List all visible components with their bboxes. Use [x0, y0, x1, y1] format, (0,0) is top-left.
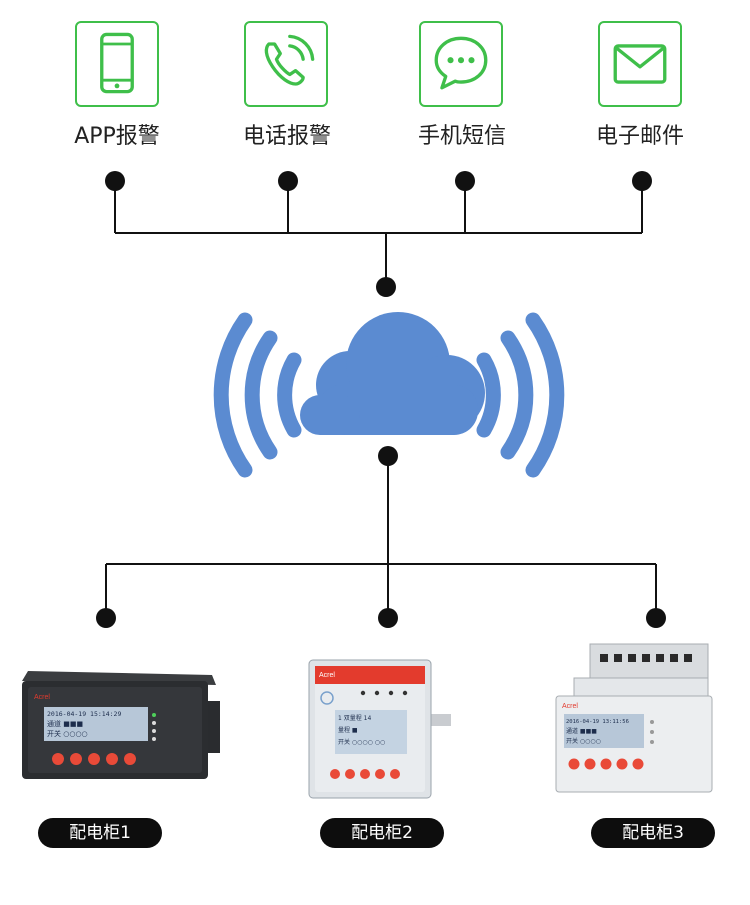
cabinet-1-meter-image: Acrel 2016-04-19 15:14:29 通道 ■■■ 开关 ○○○○: [22, 671, 220, 779]
upper-connectors: [114, 181, 643, 287]
device-3-brand: Acrel: [562, 703, 578, 710]
phone-call-icon: [264, 34, 315, 86]
channel-label-sms: 手机短信: [417, 124, 506, 149]
cloud-icon: [300, 312, 485, 435]
phone-alarm-icon-box: [244, 21, 328, 107]
device-3-lcd-line3: 开关 ○○○○: [566, 737, 601, 745]
mail-icon: [613, 44, 667, 84]
cabinet-2-meter-image: Acrel 1 双量程 14 量程 ■ 开关 ○○○○ ○○: [308, 659, 451, 799]
channel-label-email: 电子邮件: [595, 124, 684, 149]
device-3-lcd-line1: 2016-04-19 13:11:56: [566, 719, 629, 725]
device-1-lcd-line2: 通道 ■■■: [47, 719, 83, 728]
cabinet-3-meter-image: Acrel 2016-04-19 13:11:56 通道 ■■■ 开关 ○○○○: [555, 643, 713, 793]
device-1-brand: Acrel: [34, 694, 50, 701]
device-2-lcd-line3: 开关 ○○○○ ○○: [338, 738, 385, 746]
signal-waves-left-icon: [213, 312, 302, 478]
cabinet-label-1: 配电柜1: [38, 818, 162, 848]
lower-connectors: [105, 456, 657, 618]
signal-waves-right-icon: [476, 312, 565, 478]
device-2-brand: Acrel: [319, 672, 335, 679]
sms-alarm-icon-box: [419, 21, 503, 107]
app-alarm-icon-box: [75, 21, 159, 107]
upper-nodes: [105, 171, 652, 297]
device-2-lcd-line2: 量程 ■: [338, 726, 358, 734]
device-1-lcd-line1: 2016-04-19 15:14:29: [47, 710, 121, 718]
email-alarm-icon-box: [598, 21, 682, 107]
chat-bubble-icon: [434, 36, 488, 90]
cabinet-label-2: 配电柜2: [320, 818, 444, 848]
channel-label-app: APP报警: [74, 124, 160, 149]
cabinet-label-3: 配电柜3: [591, 818, 715, 848]
device-2-lcd-line1: 1 双量程 14: [338, 714, 371, 722]
channel-label-phone: 电话报警: [242, 124, 331, 149]
device-1-lcd-line3: 开关 ○○○○: [47, 729, 88, 738]
lower-nodes: [96, 446, 666, 628]
device-3-lcd-line2: 通道 ■■■: [566, 727, 597, 735]
smartphone-icon: [100, 32, 134, 94]
cloud-wifi-icon: [213, 312, 565, 478]
